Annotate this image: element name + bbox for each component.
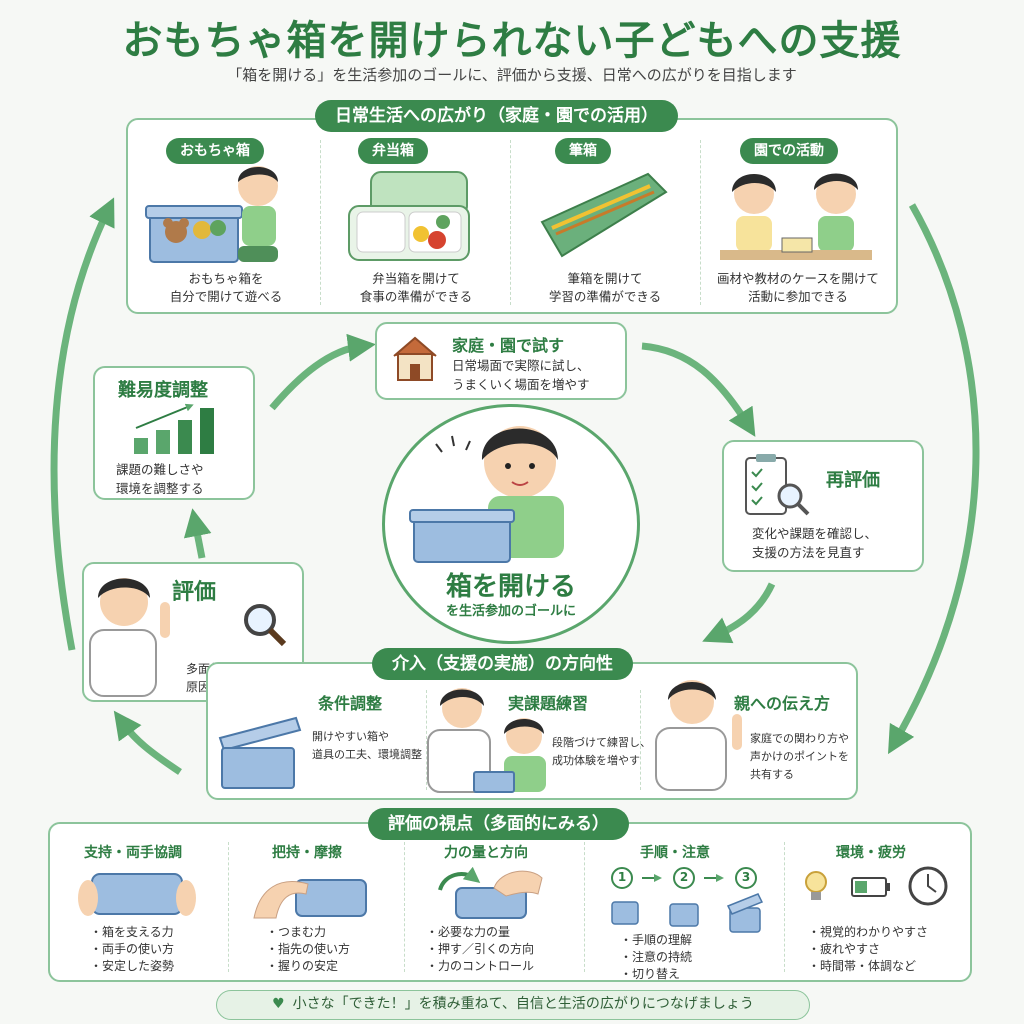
intervention-item-condition-label: 条件調整 — [318, 694, 383, 713]
open-box-illustration — [218, 716, 302, 789]
daily-item-toybox-caption: おもちゃ箱を 自分で開けて遊べる — [169, 271, 283, 304]
reeval-desc: 変化や課題を確認し、 支援の方法を見直す — [752, 526, 878, 560]
center-goal-title: 箱を開ける — [445, 572, 576, 602]
lunch-box-illustration — [348, 171, 470, 261]
magnifier-icon — [244, 604, 287, 647]
try-home-title: 家庭・園で試す — [452, 336, 565, 355]
difficulty-desc: 課題の難しさや 環境を調整する — [116, 462, 204, 496]
fingers-pinching-lid-icon — [253, 879, 367, 919]
page-subtitle: 「箱を開ける」を生活参加のゴールに、評価から支援、日常への広がりを目指します — [227, 66, 797, 84]
viewpoint-environment-points: 視覚的わかりやすさ 疲れやすさ 時間帯・体調など — [808, 924, 928, 975]
viewpoint-grip-points: つまむ力 指先の使い方 握りの安定 — [266, 924, 350, 975]
daily-item-pencilcase-caption: 筆箱を開けて 学習の準備ができる — [548, 271, 662, 304]
pencil-case-illustration — [540, 172, 668, 258]
toy-box-child-illustration — [145, 166, 278, 263]
growth-chart-icon — [134, 403, 214, 454]
nursery-activity-illustration — [720, 173, 872, 260]
procedure-steps-icon — [611, 867, 764, 933]
house-icon — [393, 336, 437, 381]
step-2-number: 2 — [679, 870, 689, 884]
intervention-title: 介入（支援の実施）の方向性 — [372, 648, 633, 680]
therapist-pointing-illustration — [89, 578, 170, 697]
reeval-title: 再評価 — [826, 470, 880, 491]
daily-item-toybox-label: おもちゃ箱 — [166, 138, 264, 164]
daily-item-lunchbox-label: 弁当箱 — [358, 138, 428, 164]
viewpoint-support-label: 支持・両手協調 — [84, 845, 182, 861]
therapist-explaining-illustration — [655, 680, 742, 791]
intervention-item-condition-desc: 開けやすい箱や 道具の工夫、環境調整 — [312, 730, 422, 761]
evaluation-title: 評価 — [172, 580, 217, 605]
viewpoint-support-points: 箱を支える力 両手の使い方 安定した姿勢 — [90, 924, 174, 975]
step-3-number: 3 — [741, 870, 751, 884]
difficulty-title: 難易度調整 — [118, 380, 208, 401]
child-opening-box-illustration — [409, 426, 564, 563]
clipboard-magnifier-icon — [745, 454, 810, 516]
viewpoint-procedure-label: 手順・注意 — [640, 845, 710, 861]
viewpoint-procedure-points: 手順の理解 注意の持続 切り替え — [620, 932, 692, 983]
daily-life-title: 日常生活への広がり（家庭・園での活用） — [315, 100, 678, 132]
heart-icon: ♥ — [272, 996, 285, 1012]
therapist-child-practice-illustration — [427, 688, 546, 793]
viewpoint-environment-label: 環境・疲労 — [836, 845, 906, 861]
footer-message: ♥小さな「できた！」を積み重ねて、自信と生活の広がりにつなげましょう — [216, 990, 810, 1020]
daily-item-activity-label: 園での活動 — [740, 138, 838, 164]
try-home-desc: 日常場面で実際に試し、 うまくいく場面を増やす — [452, 358, 590, 392]
daily-item-activity-caption: 画材や教材のケースを開けて 活動に参加できる — [717, 271, 879, 304]
viewpoints-title: 評価の視点（多面的にみる） — [368, 808, 629, 840]
viewpoint-grip-label: 把持・摩擦 — [272, 845, 342, 861]
intervention-item-parents-desc: 家庭での関わり方や 声かけのポイントを 共有する — [750, 732, 849, 781]
hands-holding-box-icon — [78, 873, 196, 916]
step-1-number: 1 — [617, 870, 627, 884]
daily-item-lunchbox-caption: 弁当箱を開けて 食事の準備ができる — [359, 271, 473, 304]
daily-item-pencilcase-label: 筆箱 — [555, 138, 611, 164]
intervention-item-parents-label: 親への伝え方 — [734, 694, 831, 713]
center-goal-sub: を生活参加のゴールに — [445, 604, 576, 619]
page-title: おもちゃ箱を開けられない子どもへの支援 — [122, 18, 902, 64]
lightbulb-battery-clock-icon — [805, 866, 948, 906]
hand-pushing-lid-icon — [438, 866, 543, 919]
viewpoint-force-label: 力の量と方向 — [444, 845, 528, 861]
intervention-item-practice-desc: 段階づけて練習し、 成功体験を増やす — [552, 736, 651, 767]
difficulty-card — [93, 366, 255, 500]
intervention-item-practice-label: 実課題練習 — [508, 694, 589, 713]
viewpoint-force-points: 必要な力の量 押す／引くの方向 力のコントロール — [426, 924, 534, 975]
